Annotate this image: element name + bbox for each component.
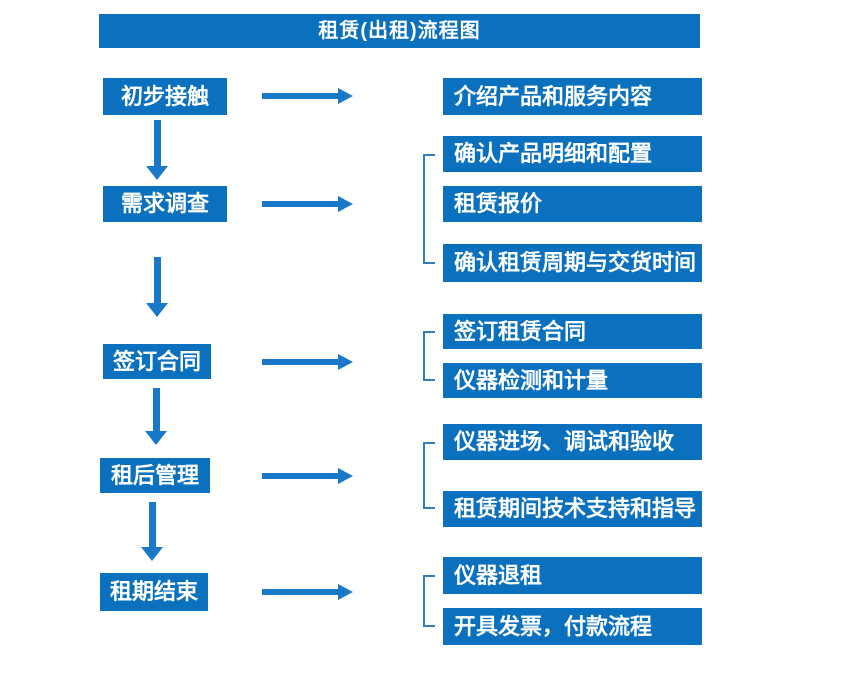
right-arrow-3 (262, 354, 353, 370)
step-box-post-rental-management: 租后管理 (100, 458, 210, 493)
bracket-group-post-rental (423, 442, 435, 509)
right-arrow-shaft (262, 201, 338, 207)
bracket-group-demand-survey (423, 154, 435, 264)
right-arrow-shaft (262, 93, 338, 99)
detail-box-instrument-setup-acceptance: 仪器进场、调试和验收 (443, 424, 702, 460)
step-box-demand-survey: 需求调查 (103, 186, 227, 222)
detail-box-confirm-product-details: 确认产品明细和配置 (443, 136, 702, 172)
right-arrow-shaft (262, 589, 338, 595)
down-arrow-shaft (152, 388, 160, 431)
step-box-initial-contact: 初步接触 (103, 78, 227, 115)
right-arrow-head-icon (338, 354, 353, 370)
right-arrow-head-icon (338, 584, 353, 600)
right-arrow-head-icon (338, 196, 353, 212)
detail-box-technical-support: 租赁期间技术支持和指导 (443, 491, 702, 527)
right-arrow-shaft (262, 473, 338, 479)
detail-box-confirm-rental-period: 确认租赁周期与交货时间 (443, 244, 702, 282)
step-box-rental-end: 租期结束 (100, 573, 208, 611)
right-arrow-head-icon (338, 88, 353, 104)
detail-box-invoice-payment: 开具发票，付款流程 (443, 608, 702, 645)
down-arrow-head-icon (146, 166, 168, 180)
bracket-group-rental-end (423, 575, 435, 627)
down-arrow-shaft (148, 502, 156, 547)
detail-box-rental-quote: 租赁报价 (443, 186, 702, 222)
down-arrow-2 (146, 257, 168, 317)
bracket-group-sign-contract (423, 331, 435, 381)
right-arrow-1 (262, 88, 353, 104)
detail-box-introduce-products: 介绍产品和服务内容 (443, 78, 702, 115)
right-arrow-2 (262, 196, 353, 212)
right-arrow-head-icon (338, 468, 353, 484)
down-arrow-3 (145, 388, 167, 445)
detail-box-instrument-inspection: 仪器检测和计量 (443, 363, 702, 398)
down-arrow-head-icon (141, 547, 163, 561)
down-arrow-1 (146, 120, 168, 180)
down-arrow-shaft (153, 257, 161, 303)
down-arrow-shaft (153, 120, 161, 166)
detail-box-sign-rental-contract: 签订租赁合同 (443, 314, 702, 349)
down-arrow-4 (141, 502, 163, 561)
down-arrow-head-icon (145, 431, 167, 445)
detail-box-instrument-return: 仪器退租 (443, 557, 702, 594)
down-arrow-head-icon (146, 303, 168, 317)
right-arrow-5 (262, 584, 353, 600)
step-box-sign-contract: 签订合同 (103, 344, 211, 379)
right-arrow-4 (262, 468, 353, 484)
right-arrow-shaft (262, 359, 338, 365)
flowchart-title: 租赁(出租)流程图 (99, 14, 700, 48)
